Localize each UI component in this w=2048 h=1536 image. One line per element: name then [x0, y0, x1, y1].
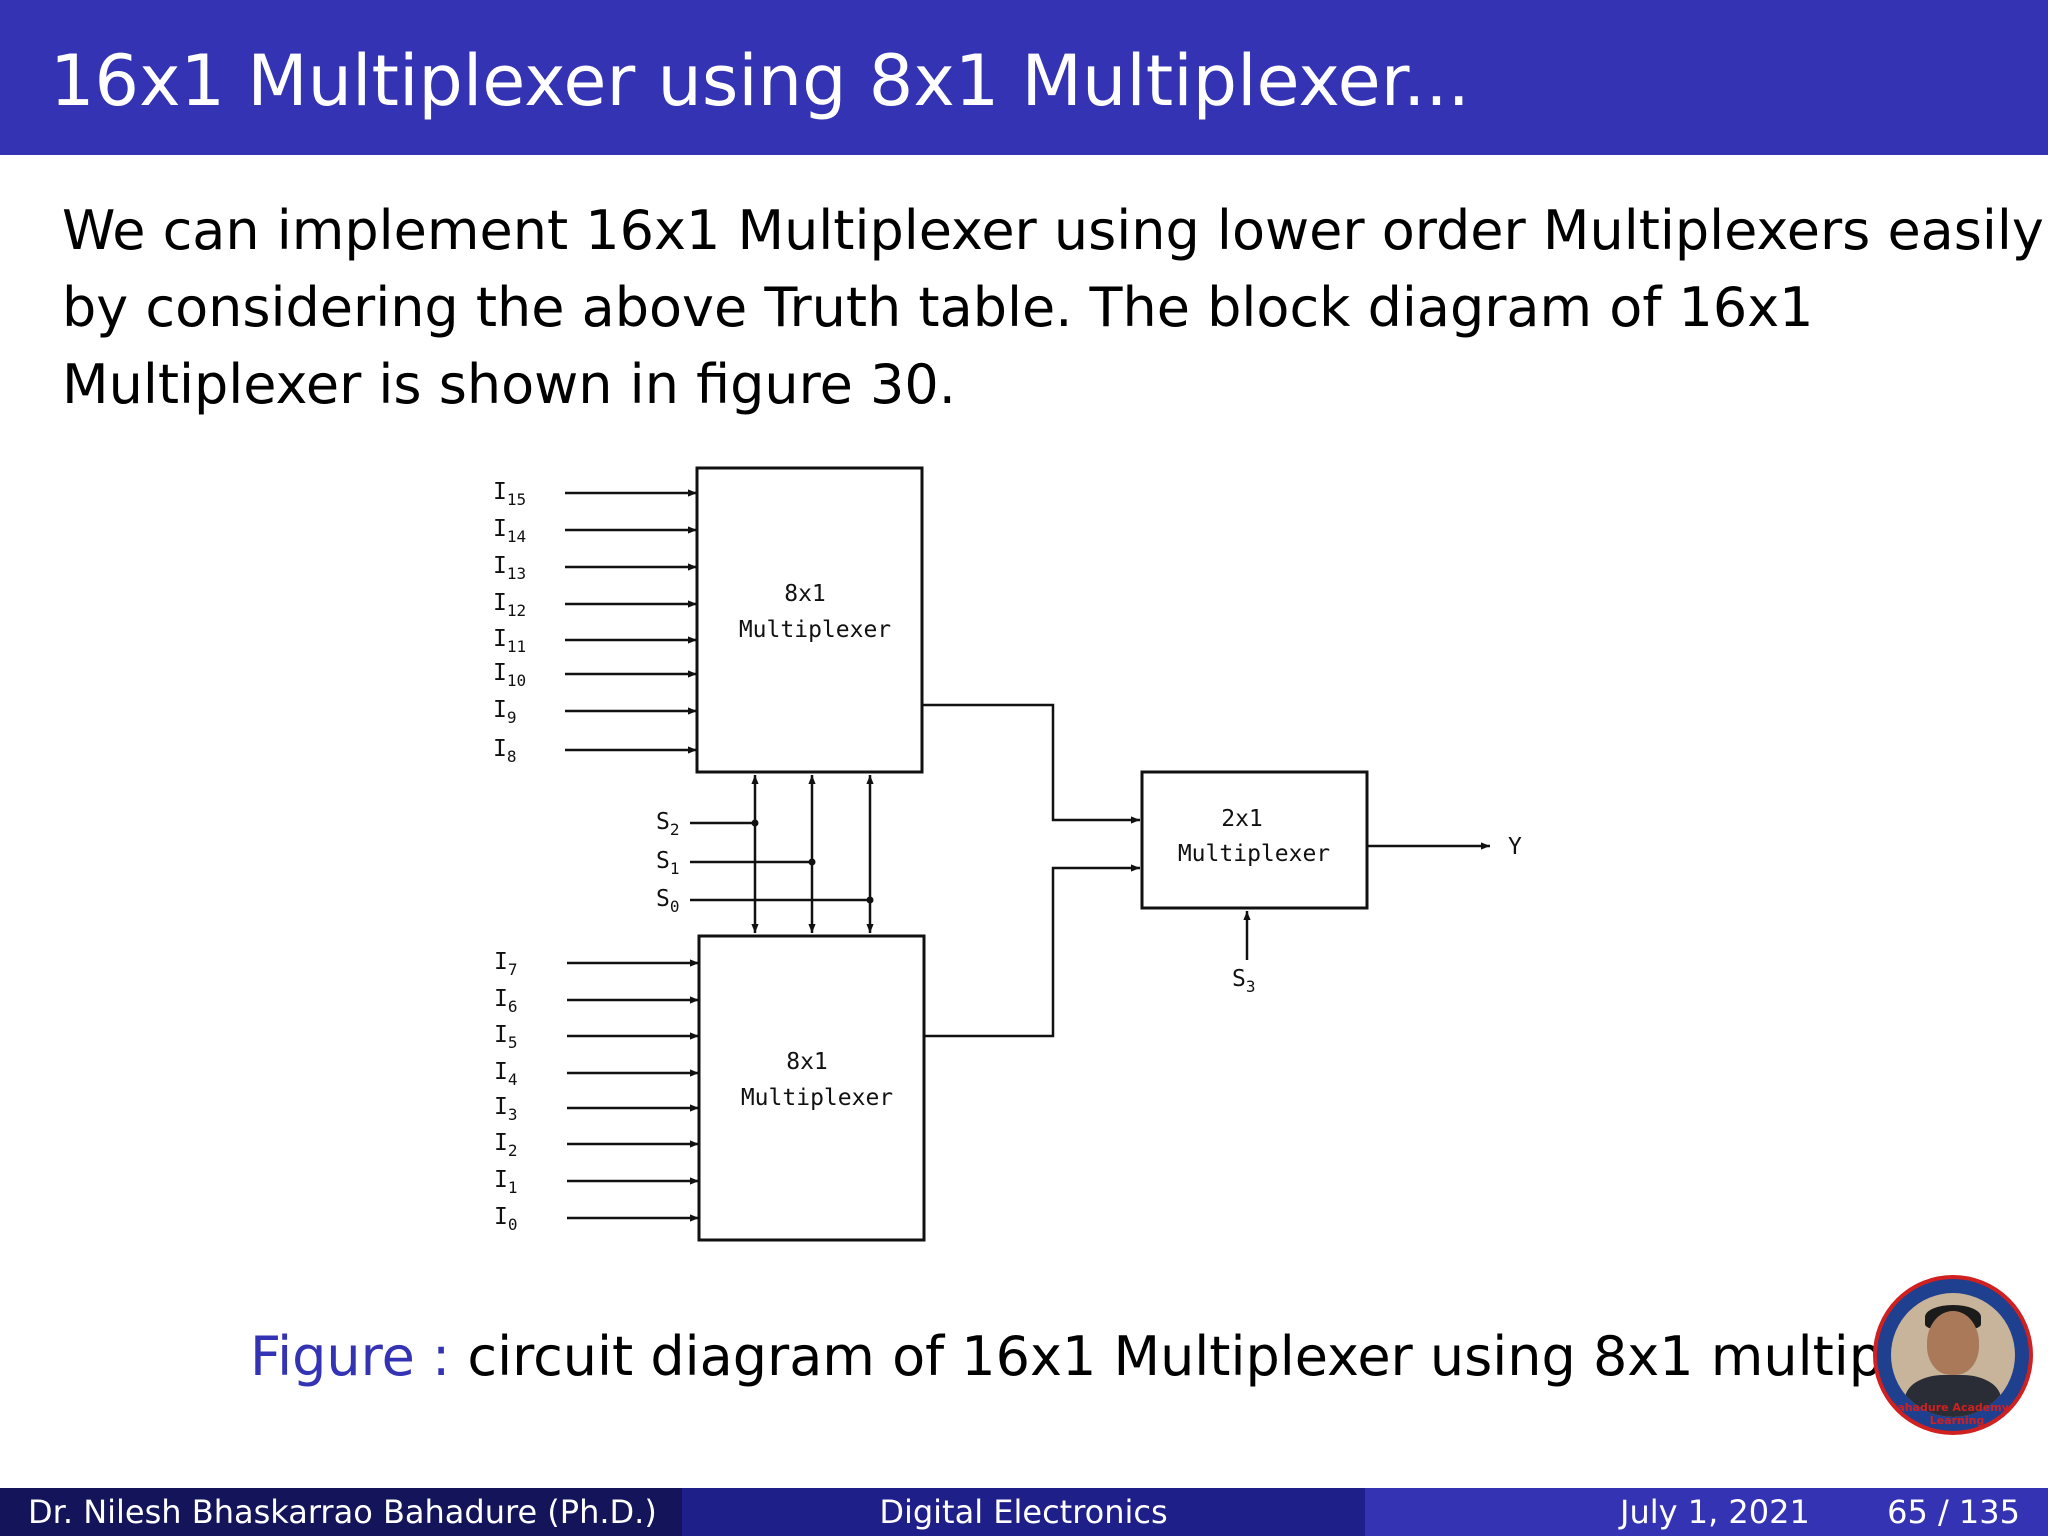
mux-block-diagram: 8x1MultiplexerI15I14I13I12I11I10I9I88x1M… — [493, 466, 1522, 1242]
input-label: I4 — [494, 1059, 518, 1089]
input-label: I8 — [493, 736, 517, 766]
footer-right: July 1, 2021 65 / 135 — [1365, 1488, 2048, 1536]
mux-upper-box — [695, 466, 924, 774]
academy-logo-text: Bahadure Academy of Learning — [1888, 1401, 2026, 1427]
body-line: Multiplexer is shown in figure 30. — [62, 353, 956, 416]
input-label: I11 — [493, 626, 526, 656]
footer-author: Dr. Nilesh Bhaskarrao Bahadure (Ph.D.) — [0, 1488, 682, 1536]
figure-label: Figure : — [250, 1325, 451, 1388]
title-bar: 16x1 Multiplexer using 8x1 Multiplexer..… — [0, 0, 2048, 155]
lower-mux-output-wire — [924, 864, 1140, 1038]
input-label: I9 — [493, 697, 517, 727]
mux-upper-label: 8x1 — [784, 581, 826, 607]
body-line: We can implement 16x1 Multiplexer using … — [62, 199, 2044, 262]
upper-mux-output-wire — [922, 703, 1140, 824]
input-label: I7 — [494, 949, 518, 979]
input-label: I0 — [494, 1204, 518, 1234]
input-label: I2 — [494, 1130, 518, 1160]
body-paragraph: We can implement 16x1 Multiplexer using … — [62, 192, 2044, 423]
mux-lower-box — [697, 934, 926, 1242]
input-label: I6 — [494, 986, 518, 1016]
footer-date: July 1, 2021 — [1620, 1493, 1810, 1531]
footer-bar: Dr. Nilesh Bhaskarrao Bahadure (Ph.D.) D… — [0, 1488, 2048, 1536]
output-y-label: Y — [1508, 834, 1522, 860]
mux-final-label: 2x1 — [1221, 806, 1263, 832]
input-label: I13 — [493, 553, 526, 583]
footer-course: Digital Electronics — [682, 1488, 1365, 1536]
select-label: S0 — [656, 886, 680, 916]
slide-title: 16x1 Multiplexer using 8x1 Multiplexer..… — [50, 40, 1470, 122]
input-label: I15 — [493, 479, 526, 509]
select-label: S1 — [656, 848, 680, 878]
input-label: I10 — [493, 660, 526, 690]
input-label: I1 — [494, 1167, 518, 1197]
body-line: by considering the above Truth table. Th… — [62, 276, 1814, 339]
mux-lower-label: 8x1 — [786, 1049, 828, 1075]
select-s3-label: S3 — [1232, 966, 1256, 996]
author-photo — [1891, 1293, 2015, 1417]
mux-final-label: Multiplexer — [1178, 841, 1330, 867]
mux-final-box — [1140, 770, 1369, 910]
input-label: I5 — [494, 1022, 518, 1052]
mux-upper-label: Multiplexer — [739, 617, 891, 643]
figure-caption-text: circuit diagram of 16x1 Multiplexer usin… — [467, 1325, 2017, 1388]
input-label: I12 — [493, 590, 526, 620]
figure-caption: Figure : circuit diagram of 16x1 Multipl… — [250, 1330, 2016, 1384]
footer-page-number: 65 / 135 — [1887, 1493, 2020, 1531]
input-label: I3 — [494, 1094, 518, 1124]
select-label: S2 — [656, 809, 680, 839]
mux-lower-label: Multiplexer — [741, 1085, 893, 1111]
author-avatar: Bahadure Academy of Learning — [1873, 1275, 2033, 1435]
input-label: I14 — [493, 516, 526, 546]
